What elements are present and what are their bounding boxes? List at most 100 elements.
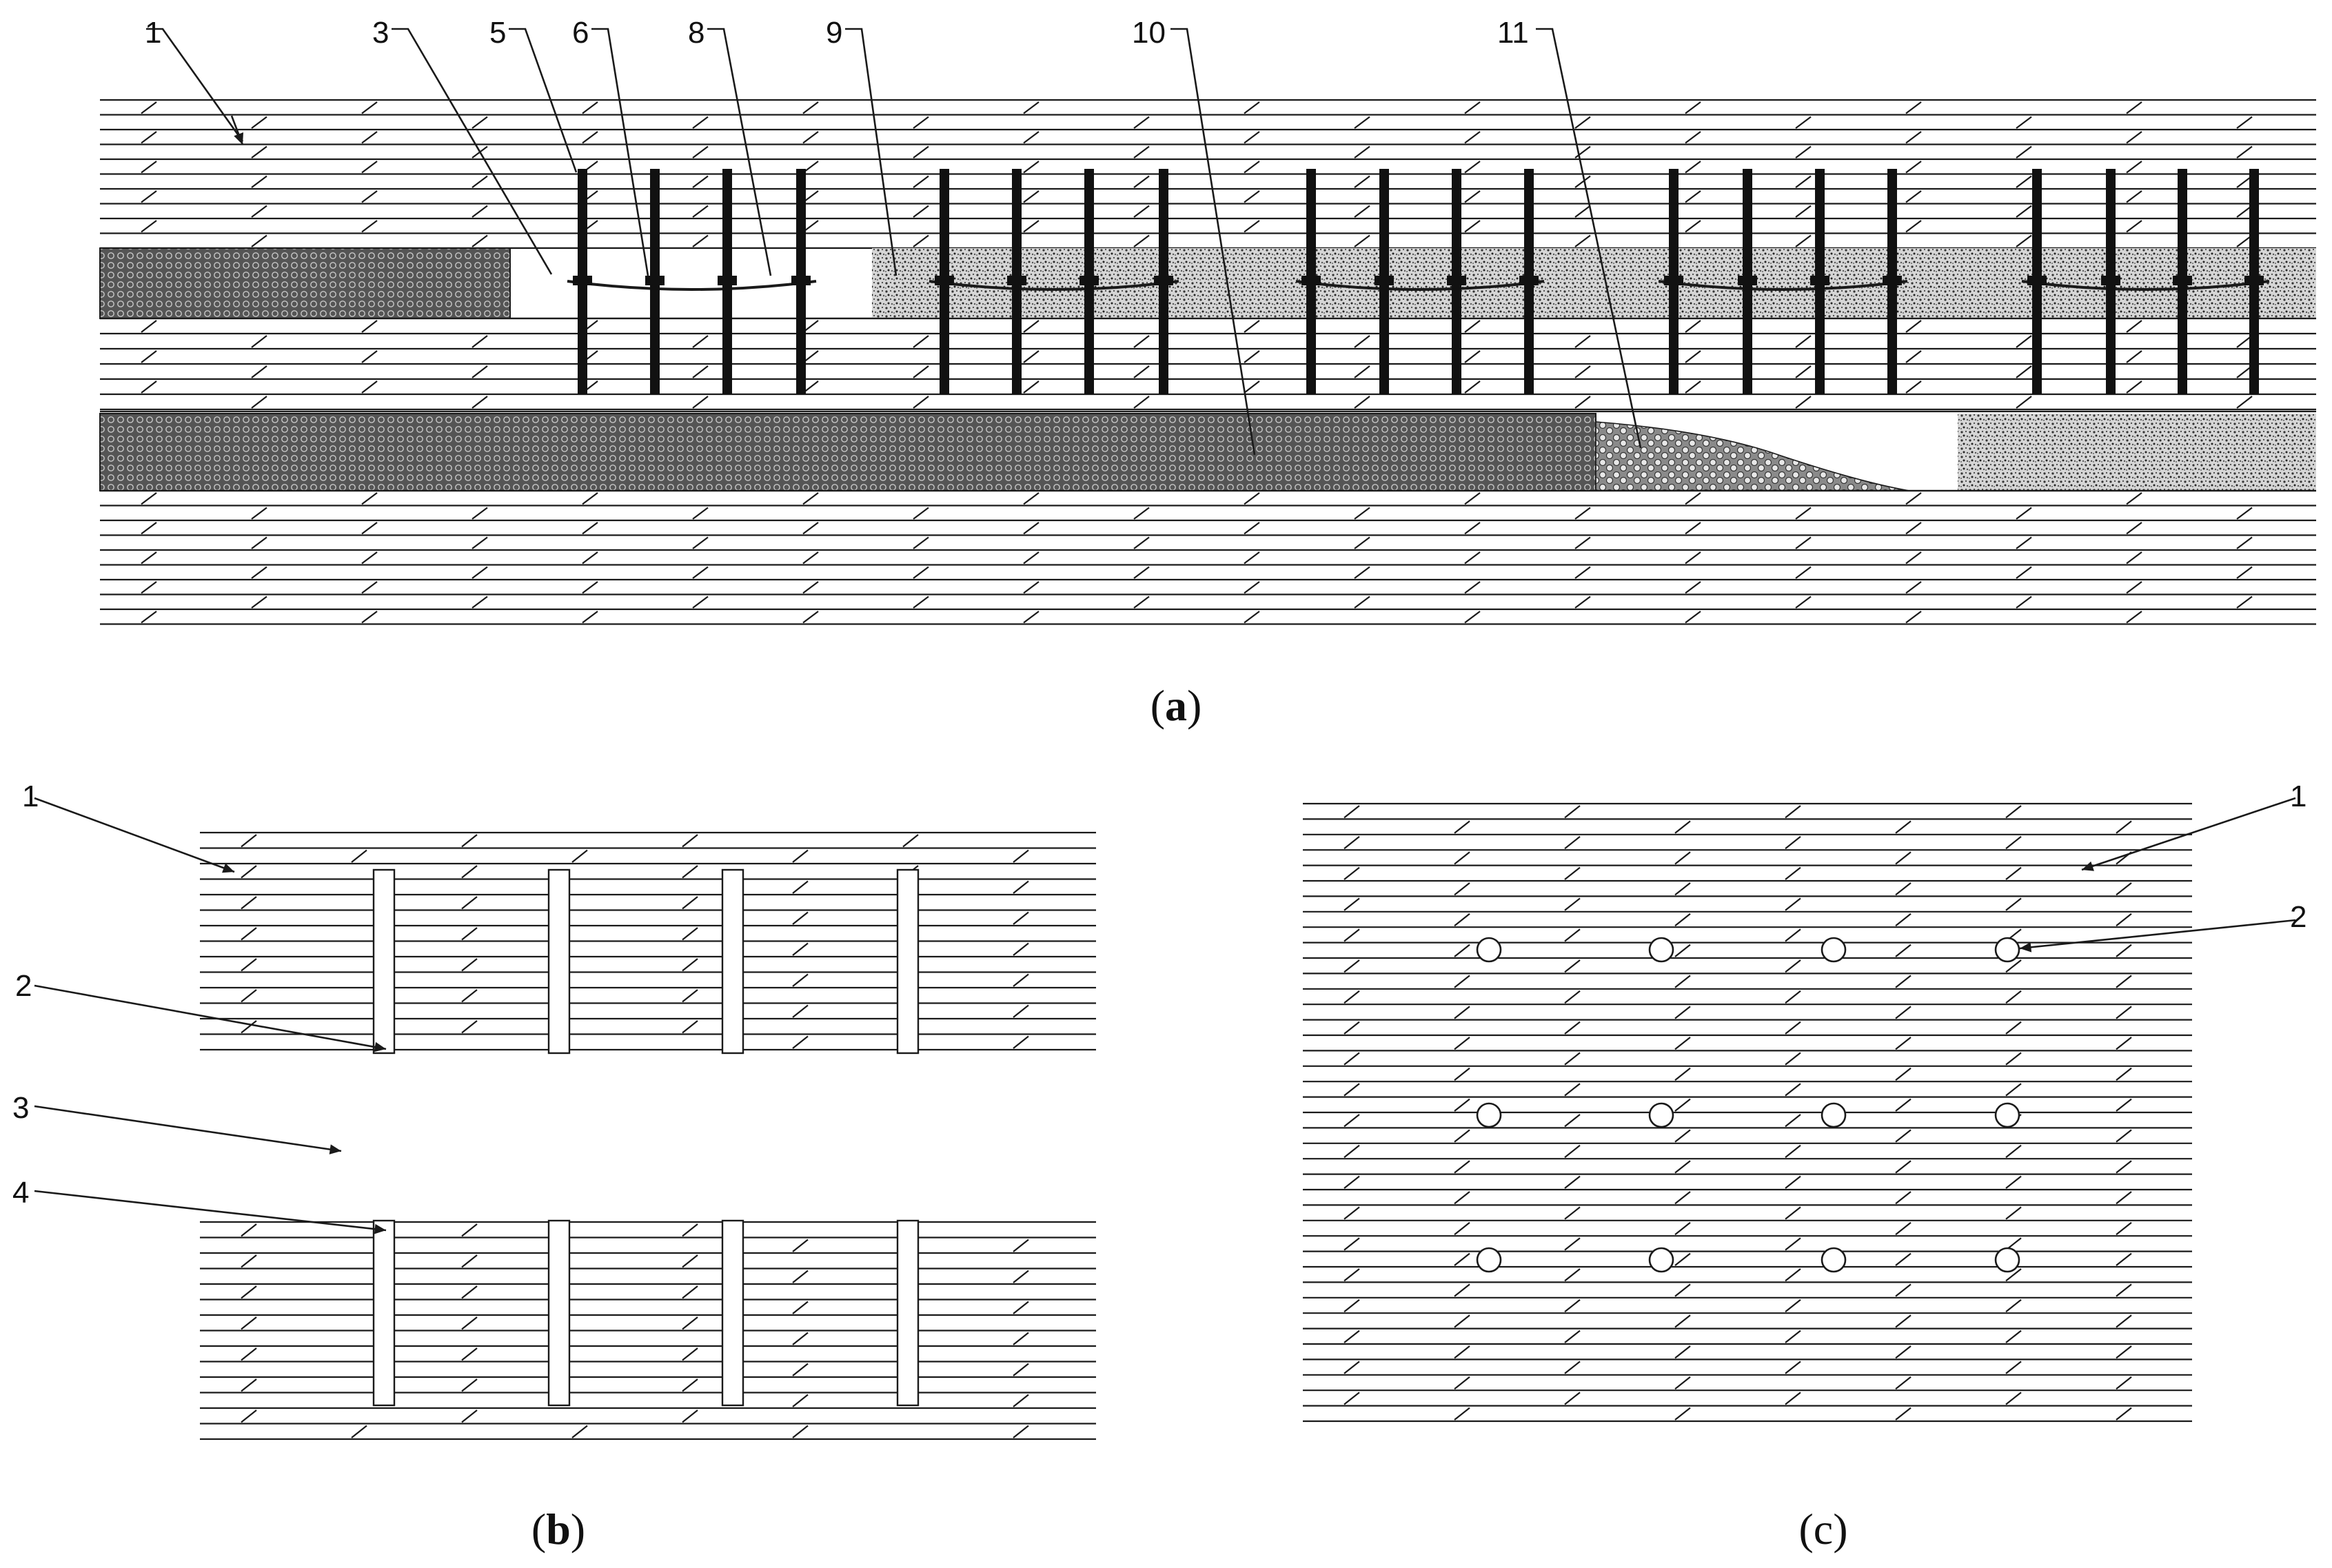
stratum-tick: [251, 234, 267, 247]
stratum-tick: [792, 1035, 809, 1049]
stratum-tick: [1454, 1221, 1470, 1236]
stratum-tick: [1464, 611, 1481, 624]
stratum-tick: [2116, 1314, 2132, 1328]
borehole-circle: [1648, 937, 1674, 963]
stratum-tick: [692, 396, 709, 409]
stratum-tick: [251, 536, 267, 549]
borehole-circle: [1648, 1247, 1674, 1273]
label-a-10: 10: [1132, 16, 1166, 50]
stratum-tick: [2116, 913, 2132, 927]
stratum-tick: [682, 1378, 698, 1392]
borehole-circle: [1476, 1247, 1502, 1273]
stratum-tick: [1354, 145, 1370, 159]
stratum-tick: [792, 1239, 809, 1252]
leader-b-4: [34, 1190, 387, 1234]
stratum-tick: [1354, 507, 1370, 520]
borehole-circle: [1821, 937, 1847, 963]
stratum-tick: [141, 220, 157, 233]
stratum-tick: [1344, 1237, 1360, 1251]
stratum-tick: [251, 205, 267, 218]
stratum-tick: [472, 396, 488, 409]
bolt-plate: [1738, 276, 1757, 285]
panel-a: [99, 28, 2316, 625]
stratum-tick: [1905, 551, 1922, 564]
stratum-tick: [2005, 1392, 2022, 1405]
stratum-tick: [1454, 944, 1470, 957]
stratum-tick: [241, 927, 257, 941]
stratum-tick: [792, 849, 809, 863]
leader-b-2: [34, 984, 387, 1052]
stratum-tick: [141, 190, 157, 203]
middle-strata: [100, 317, 2316, 411]
stratum-tick: [1344, 1206, 1360, 1220]
stratum-tick: [361, 101, 378, 114]
stratum-tick: [2005, 835, 2022, 850]
stratum-tick: [1344, 1144, 1360, 1159]
stratum-tick: [1454, 1283, 1470, 1297]
stratum-tick: [2116, 944, 2132, 957]
bolt-strap: [1658, 280, 1908, 291]
stratum-tick: [913, 145, 929, 159]
stratum-tick: [2236, 595, 2253, 609]
stratum-tick: [692, 116, 709, 129]
stratum-tick: [1344, 1021, 1360, 1035]
stratum-tick: [1464, 131, 1481, 144]
stratum-tick: [1895, 851, 1912, 865]
stratum-tick: [792, 973, 809, 987]
stratum-tick: [1674, 1283, 1691, 1297]
stratum-tick: [682, 1020, 698, 1034]
stratum-tick: [1354, 365, 1370, 378]
stratum-tick: [1344, 928, 1360, 942]
lower-strata: [100, 489, 2316, 625]
stratum-tick: [1013, 1035, 1029, 1049]
stratum-tick: [1464, 220, 1481, 233]
stratum-tick: [2005, 1361, 2022, 1374]
bolt-group: [1295, 169, 1545, 394]
stratum-tick: [913, 205, 929, 218]
stratum-tick: [2116, 1006, 2132, 1019]
bolt-strap: [1295, 280, 1545, 291]
stratum-tick: [461, 1285, 478, 1299]
stratum-tick: [1674, 1160, 1691, 1174]
bolt-plate: [1447, 276, 1466, 285]
stratum-tick: [2236, 536, 2253, 549]
stratum-tick: [2236, 507, 2253, 520]
stratum-tick: [1574, 566, 1591, 579]
stratum-tick: [1244, 551, 1260, 564]
stratum-tick: [2005, 1052, 2022, 1066]
stratum-tick: [2005, 897, 2022, 911]
stratum-tick: [1674, 1314, 1691, 1328]
stratum-tick: [692, 595, 709, 609]
stratum-tick: [1454, 1067, 1470, 1081]
stratum-tick: [461, 1347, 478, 1361]
stratum-tick: [1564, 866, 1581, 880]
stratum-tick: [1244, 190, 1260, 203]
stratum-tick: [1454, 1006, 1470, 1019]
stratum-tick: [913, 116, 929, 129]
stratum-tick: [913, 365, 929, 378]
bolt-strap: [929, 280, 1179, 291]
stratum-tick: [1133, 536, 1150, 549]
stratum-tick: [1674, 851, 1691, 865]
stratum-tick: [1013, 942, 1029, 956]
stratum-tick: [1574, 234, 1591, 247]
stratum-tick: [251, 145, 267, 159]
stratum-tick: [1244, 161, 1260, 174]
backfill-lower: [1958, 414, 2316, 491]
stratum-tick: [802, 522, 819, 535]
stratum-tick: [1574, 175, 1591, 188]
leader-a-11: [1536, 28, 1642, 449]
stratum-tick: [1564, 835, 1581, 850]
stratum-tick: [2116, 1037, 2132, 1050]
stratum-tick: [1674, 1129, 1691, 1143]
stratum-tick: [1895, 975, 1912, 988]
stratum-tick: [2116, 1160, 2132, 1174]
stratum-tick: [1674, 1345, 1691, 1359]
stratum-tick: [1023, 220, 1040, 233]
borehole-upper: [547, 868, 571, 1055]
stratum-tick: [1564, 1330, 1581, 1343]
stratum-tick: [1454, 1098, 1470, 1112]
stratum-tick: [461, 1020, 478, 1034]
stratum-tick: [1133, 234, 1150, 247]
stratum-tick: [1454, 1252, 1470, 1266]
